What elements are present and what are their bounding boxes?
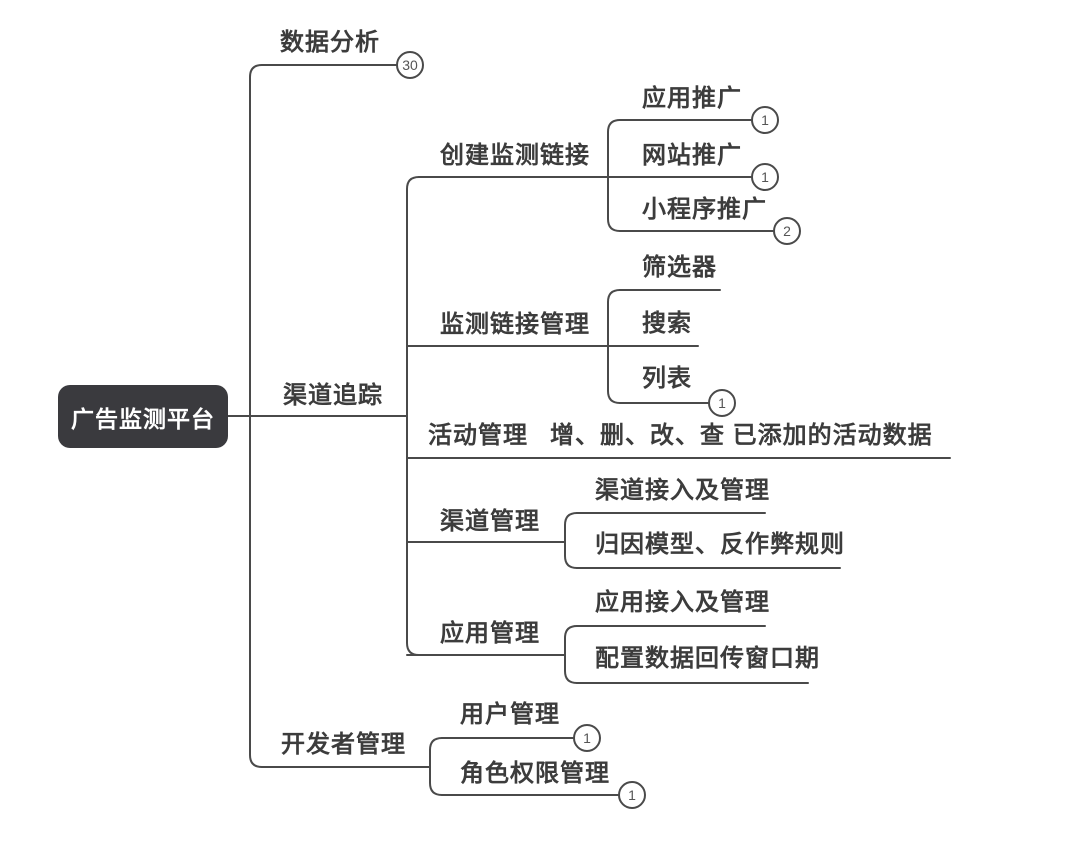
- node-activity-management[interactable]: 活动管理: [428, 422, 528, 449]
- node-search[interactable]: 搜索: [642, 310, 692, 337]
- node-app-promotion[interactable]: 应用推广: [642, 85, 742, 112]
- badge-role-permission-count[interactable]: 1: [618, 781, 646, 809]
- node-website-promotion[interactable]: 网站推广: [642, 142, 742, 169]
- trunk-developer-children: [429, 737, 443, 796]
- node-tracking-link-management[interactable]: 监测链接管理: [440, 311, 590, 338]
- trunk-tracking-mgmt-children: [607, 289, 621, 404]
- node-app-access[interactable]: 应用接入及管理: [595, 589, 770, 616]
- node-channel-access[interactable]: 渠道接入及管理: [595, 477, 770, 504]
- node-list[interactable]: 列表: [642, 365, 692, 392]
- node-attribution-antifraud[interactable]: 归因模型、反作弊规则: [595, 531, 845, 558]
- badge-website-promotion-count[interactable]: 1: [751, 163, 779, 191]
- node-create-tracking-link[interactable]: 创建监测链接: [440, 142, 590, 169]
- trunk-main: [249, 64, 263, 768]
- trunk-create-link-children: [607, 119, 621, 232]
- node-channel-tracking[interactable]: 渠道追踪: [283, 382, 383, 409]
- badge-miniprogram-promotion-count[interactable]: 2: [773, 217, 801, 245]
- node-developer-management[interactable]: 开发者管理: [281, 731, 406, 758]
- trunk-channel-mgmt-children: [564, 512, 578, 569]
- node-role-permission-management[interactable]: 角色权限管理: [460, 760, 610, 787]
- node-filter[interactable]: 筛选器: [642, 254, 717, 281]
- node-data-analysis[interactable]: 数据分析: [280, 29, 380, 56]
- badge-user-management-count[interactable]: 1: [573, 724, 601, 752]
- node-user-management[interactable]: 用户管理: [460, 701, 560, 728]
- node-postback-window[interactable]: 配置数据回传窗口期: [595, 645, 820, 672]
- node-miniprogram-promotion[interactable]: 小程序推广: [642, 196, 767, 223]
- node-activity-crud-note[interactable]: 增、删、改、查 已添加的活动数据: [550, 422, 933, 449]
- root-node[interactable]: 广告监测平台: [58, 385, 228, 448]
- badge-data-analysis-count[interactable]: 30: [396, 51, 424, 79]
- node-channel-management[interactable]: 渠道管理: [440, 508, 540, 535]
- trunk-channel-tracking-children: [406, 176, 420, 656]
- badge-app-promotion-count[interactable]: 1: [751, 106, 779, 134]
- badge-list-count[interactable]: 1: [708, 389, 736, 417]
- trunk-app-mgmt-children: [564, 625, 578, 684]
- node-app-management[interactable]: 应用管理: [440, 620, 540, 647]
